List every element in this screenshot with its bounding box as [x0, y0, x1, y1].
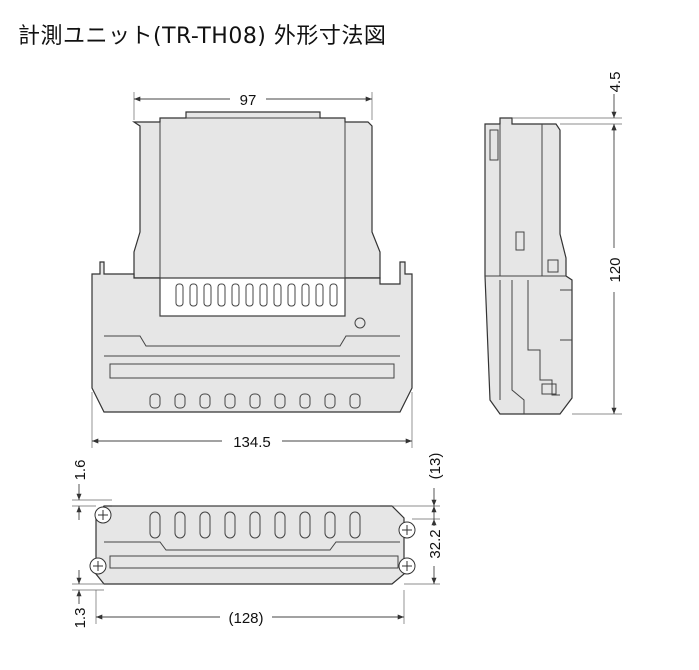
dimension-13-label: (13)	[427, 453, 444, 480]
dimension-134-5	[91, 392, 413, 448]
dimension-1-6	[72, 484, 112, 520]
dimension-1-3-label: 1.3	[72, 608, 89, 629]
screw-icon	[89, 506, 416, 575]
front-bottom-slots	[149, 393, 361, 409]
page-title: 計測ユニット(TR-TH08) 外形寸法図	[18, 24, 387, 49]
side-view	[484, 117, 573, 415]
dimension-32-2	[404, 505, 440, 585]
front-view	[91, 111, 413, 413]
dimension-120	[572, 124, 622, 415]
dimension-128-label: (128)	[228, 610, 263, 627]
dimension-97	[133, 92, 373, 120]
dimension-120-label: 120	[607, 257, 624, 282]
dimension-97-label: 97	[240, 92, 257, 109]
dimension-1-6-label: 1.6	[72, 460, 89, 481]
dimension-134-5-label: 134.5	[233, 434, 271, 451]
dimension-4-5-label: 4.5	[607, 72, 624, 93]
bottom-view	[89, 505, 416, 585]
bottom-slots	[149, 511, 361, 539]
vent-slots	[175, 283, 338, 307]
dimension-1-3	[72, 570, 104, 604]
dimension-32-2-label: 32.2	[427, 529, 444, 558]
dimension-128	[95, 590, 405, 624]
